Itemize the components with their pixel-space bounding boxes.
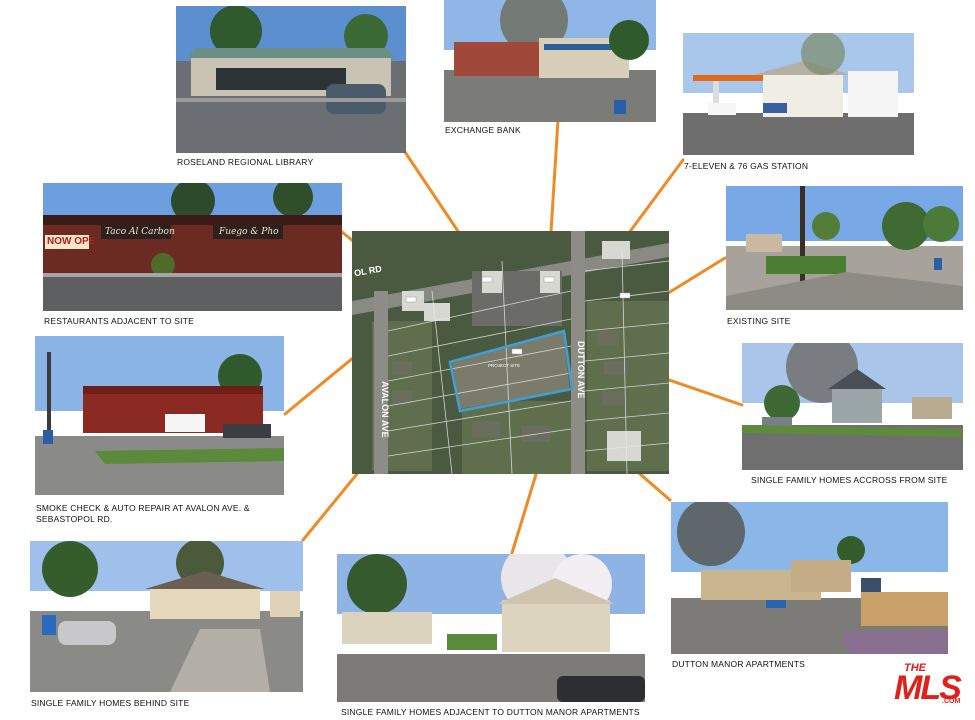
caption-library: ROSELAND REGIONAL LIBRARY [177, 157, 314, 167]
caption-dutton-manor: DUTTON MANOR APARTMENTS [672, 659, 806, 669]
caption-homes-across: SINGLE FAMILY HOMES ACCROSS FROM SITE [751, 475, 948, 485]
map-road-label-left: AVALON AVE [380, 381, 390, 438]
caption-restaurants: RESTAURANTS ADJACENT TO SITE [44, 316, 194, 326]
photo-restaurants: NOW OPE Taco Al Carbon Fuego & Pho [43, 183, 342, 311]
caption-homes-behind: SINGLE FAMILY HOMES BEHIND SITE [31, 698, 190, 708]
photo-gas-station [683, 33, 914, 155]
photo-homes-adjacent [337, 554, 645, 702]
the-mls-logo: THE MLS .COM [892, 662, 968, 712]
caption-smoke-check: SMOKE CHECK & AUTO REPAIR AT AVALON AVE.… [36, 503, 250, 524]
logo-com-text: .COM [942, 698, 961, 705]
caption-existing-site: EXISTING SITE [727, 316, 791, 326]
restaurant-sign-2: Fuego & Pho [219, 227, 279, 237]
photo-library [176, 6, 406, 153]
photo-smoke-check [35, 336, 284, 495]
restaurant-sign-1: Taco Al Carbon [105, 227, 175, 237]
photo-existing-site [726, 186, 963, 310]
photo-dutton-manor [671, 502, 948, 654]
restaurant-banner-text: NOW OPE [47, 236, 96, 247]
aerial-site-map: OL RD AVALON AVE DUTTON AVE PROJECT SITE [352, 231, 669, 474]
logo-mls-text: MLS [894, 669, 962, 707]
logo-the-text: THE [904, 662, 926, 674]
caption-homes-adjacent: SINGLE FAMILY HOMES ADJACENT TO DUTTON M… [341, 707, 640, 717]
photo-bank [444, 0, 656, 122]
map-road-label-right: DUTTON AVE [576, 341, 586, 399]
project-site-outline [448, 329, 574, 413]
caption-bank: EXCHANGE BANK [445, 125, 521, 135]
photo-homes-behind [30, 541, 303, 692]
caption-gas-station: 7-ELEVEN & 76 GAS STATION [684, 161, 809, 171]
map-project-site-label: PROJECT SITE [488, 363, 521, 368]
photo-homes-across [742, 343, 963, 470]
